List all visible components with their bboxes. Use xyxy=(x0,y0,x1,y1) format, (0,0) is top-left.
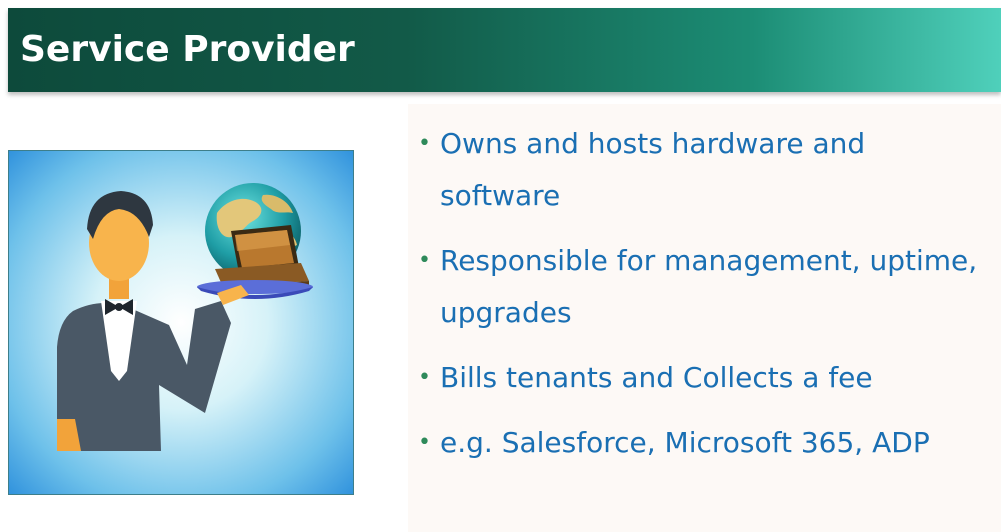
bullet-item: • Bills tenants and Collects a fee xyxy=(408,352,988,404)
bullet-text: Bills tenants and Collects a fee xyxy=(440,361,873,394)
hand xyxy=(217,285,249,305)
bullet-dot: • xyxy=(418,365,431,390)
bullet-text: e.g. Salesforce, Microsoft 365, ADP xyxy=(440,426,930,459)
bullet-dot: • xyxy=(418,131,431,156)
waiter-serving-globe-and-laptop-icon xyxy=(9,151,353,494)
waiter-head xyxy=(87,191,153,281)
bullet-panel: • Owns and hosts hardware and software •… xyxy=(408,104,1001,532)
bullet-text: Responsible for management, uptime, upgr… xyxy=(440,244,978,329)
shirt xyxy=(101,301,137,381)
bullet-item: • Responsible for management, uptime, up… xyxy=(408,235,988,339)
bullet-list: • Owns and hosts hardware and software •… xyxy=(408,118,988,482)
slide-title: Service Provider xyxy=(20,29,355,70)
bullet-text: Owns and hosts hardware and software xyxy=(440,127,866,212)
service-provider-illustration xyxy=(8,150,354,495)
bullet-dot: • xyxy=(418,248,431,273)
bullet-item: • Owns and hosts hardware and software xyxy=(408,118,988,222)
bullet-item: • e.g. Salesforce, Microsoft 365, ADP xyxy=(408,417,988,469)
bullet-dot: • xyxy=(418,430,431,455)
jacket xyxy=(57,301,231,451)
lower-hand xyxy=(57,419,81,451)
title-bar: Service Provider xyxy=(8,8,1001,92)
